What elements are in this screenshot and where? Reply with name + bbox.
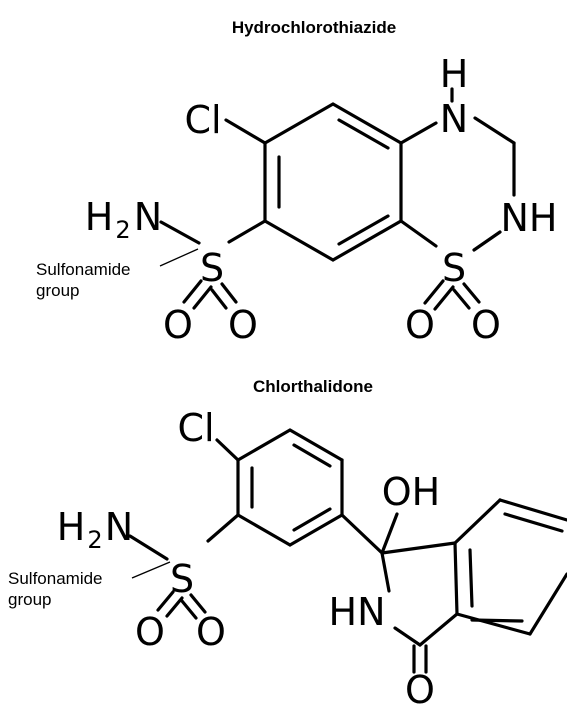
ctd-bond <box>453 541 459 616</box>
ctd-bond <box>380 551 391 593</box>
ctd-atom-oh: OH <box>382 470 440 514</box>
ctd-bond <box>528 572 567 636</box>
hct-atom-cl: Cl <box>184 98 221 142</box>
hct-so-bond <box>452 288 471 310</box>
ctd-so-bond <box>165 596 184 618</box>
ctd-bond-oh <box>380 512 399 555</box>
ctd-bond <box>498 498 567 522</box>
hct-bond-cl <box>224 118 267 145</box>
ctd-atom-s: S <box>170 557 194 601</box>
hct-thiadiazine-ring <box>399 87 516 252</box>
hct-so-bond <box>433 285 455 311</box>
ctd-annotation-line2: group <box>8 590 51 609</box>
hct-so-bond <box>192 285 213 310</box>
hct-bond <box>331 102 403 145</box>
hct-benzene-ring <box>263 102 403 262</box>
hct-bond <box>263 102 335 145</box>
ctd-atom-o: O <box>196 610 226 654</box>
hct-bond <box>472 230 502 252</box>
hct-atom-h2n-h: H <box>85 195 114 239</box>
hct-bond <box>331 219 403 262</box>
ctd-bond <box>418 612 459 647</box>
ctd-bond-s <box>206 513 240 543</box>
ctd-benzene-ring <box>236 428 344 547</box>
hct-so-bond <box>423 279 445 305</box>
ctd-atom-o: O <box>135 610 165 654</box>
hct-so-bond <box>182 279 203 304</box>
hct-atom-h2n-sub: 2 <box>115 216 130 244</box>
ctd-bond <box>236 428 292 462</box>
ctd-bond <box>455 612 532 636</box>
ctd-so-bond <box>180 599 198 620</box>
ctd-double-bond <box>292 443 332 468</box>
hydrochlorothiazide-structure: Hydrochlorothiazide <box>36 18 558 347</box>
hct-so-bond <box>220 282 238 304</box>
ctd-bond-n-s <box>128 534 169 561</box>
hct-atom-s-right: S <box>442 246 466 290</box>
ctd-double-bond <box>503 512 564 533</box>
ctd-annotation-line1: Sulfonamide <box>8 569 103 588</box>
ctd-bond <box>288 428 344 462</box>
hct-atom-o: O <box>163 303 193 347</box>
ctd-double-bond <box>292 507 332 532</box>
hct-so-bond <box>210 288 228 310</box>
ctd-lactam-ring <box>380 512 459 674</box>
ctd-bond <box>393 626 422 647</box>
ctd-atom-h2n-h: H <box>57 505 86 549</box>
hct-annotation-leader <box>159 248 199 267</box>
chlorthalidone-title: Chlorthalidone <box>253 377 373 396</box>
hct-annotation-line1: Sulfonamide <box>36 260 131 279</box>
hct-bond-s <box>227 219 267 244</box>
hct-atom-h2n-n: N <box>134 195 162 239</box>
ctd-bond-quaternary <box>340 513 384 555</box>
hct-annotation-line2: group <box>36 281 79 300</box>
hct-atom-nh: NH <box>501 196 558 240</box>
ctd-atom-h2n-n: N <box>105 505 133 549</box>
ctd-annotation-leader <box>131 561 171 579</box>
ctd-bond <box>236 513 292 547</box>
ctd-atom-cl: Cl <box>177 406 214 450</box>
ctd-bond <box>453 498 502 545</box>
ctd-bond <box>380 541 457 555</box>
hct-atom-n: N <box>440 97 468 141</box>
hct-bond-n-s <box>159 220 201 245</box>
hct-bond <box>473 116 516 145</box>
hydrochlorothiazide-title: Hydrochlorothiazide <box>232 18 396 37</box>
ctd-bond-cl <box>215 438 240 462</box>
ctd-atom-hn: HN <box>329 590 386 634</box>
hct-atom-o: O <box>471 303 501 347</box>
hct-atom-o: O <box>405 303 435 347</box>
hct-double-bond <box>337 118 390 150</box>
ctd-double-bond <box>468 548 474 608</box>
hct-atom-o: O <box>228 303 258 347</box>
ctd-so-bond <box>156 590 175 612</box>
ctd-atom-o-carbonyl: O <box>405 668 435 712</box>
hct-atom-s-left: S <box>200 246 224 290</box>
hct-double-bond <box>337 214 390 246</box>
ctd-double-bond <box>470 618 524 623</box>
ctd-so-bond <box>189 593 207 614</box>
hct-so-bond <box>462 282 481 304</box>
ctd-fused-benzene-ring <box>453 498 567 636</box>
ctd-bond <box>288 513 344 547</box>
ctd-atom-h2n-sub: 2 <box>87 526 102 554</box>
chlorthalidone-structure: Chlorthalidone <box>8 377 567 712</box>
hct-atom-h: H <box>440 52 469 96</box>
hct-bond <box>263 219 335 262</box>
hct-bond <box>399 121 438 145</box>
hct-bond <box>399 219 438 248</box>
